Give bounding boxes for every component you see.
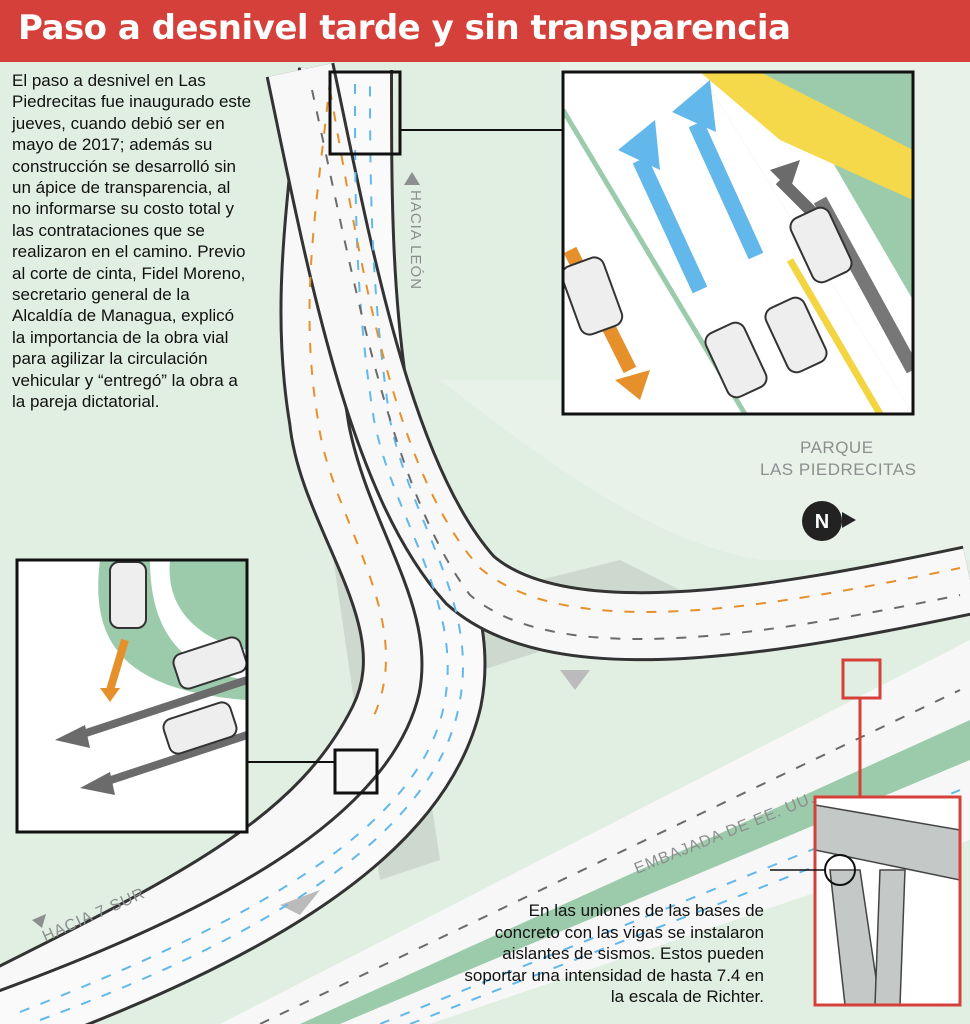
inset-left-frame (15, 558, 249, 834)
pillar (280, 890, 320, 915)
intro-text: El paso a desnivel en Las Piedrecitas fu… (12, 71, 252, 412)
pillar-caption: En las uniones de las bases de concreto … (464, 901, 764, 1006)
label-hacia-leon: HACIA LEÓN (407, 190, 424, 291)
overpass-east (268, 63, 970, 659)
detail-marker-top (328, 70, 402, 156)
lower-road-median (300, 720, 970, 1024)
inset-pillar-frame (813, 795, 962, 1007)
inset-top-right-frame (561, 70, 915, 416)
title-bar (0, 0, 970, 62)
arrow-7sur-icon (32, 914, 46, 928)
inset-pillar (815, 797, 960, 1005)
page-title: Paso a desnivel tarde y sin transparenci… (18, 8, 791, 48)
pillar (560, 670, 590, 690)
arrow-leon-icon (404, 172, 420, 185)
north-compass (802, 501, 842, 541)
inset-left (17, 560, 247, 832)
lower-road-north (220, 640, 970, 1024)
inset-top-right (563, 72, 913, 414)
label-las-piedrecitas: LAS PIEDRECITAS (760, 460, 917, 479)
overpass-map (0, 62, 970, 1024)
detail-marker-mid (333, 748, 379, 795)
label-parque: PARQUE (800, 438, 874, 457)
lower-road-south (340, 760, 970, 1024)
north-label: N (814, 511, 830, 533)
